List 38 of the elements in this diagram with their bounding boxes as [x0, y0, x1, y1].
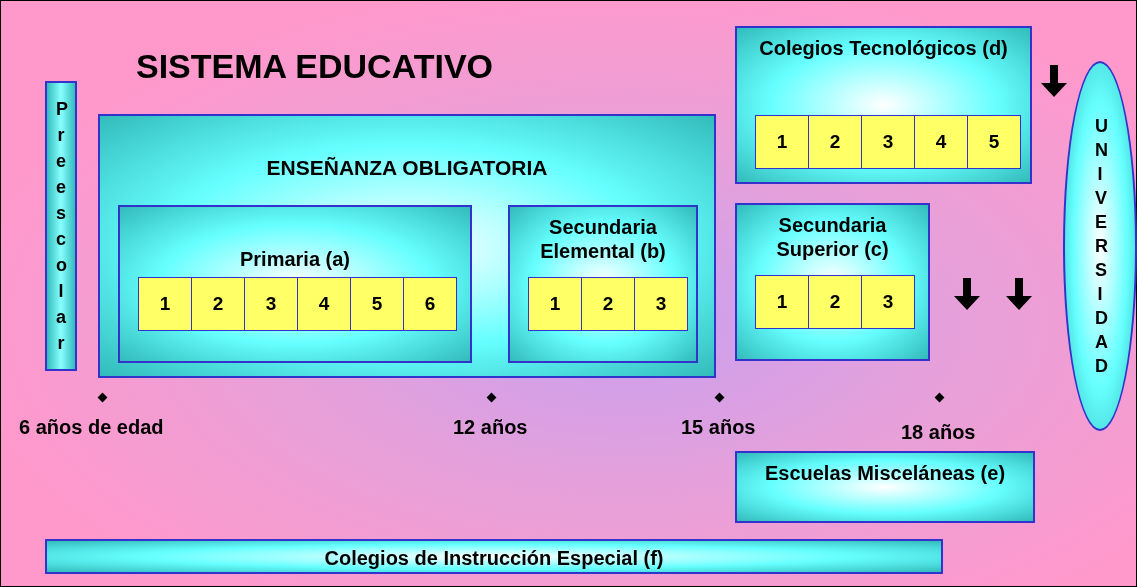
diagram-title: SISTEMA EDUCATIVO [136, 47, 494, 86]
level-box [45, 539, 943, 574]
age-label: 12 años [453, 416, 528, 439]
year-cell: 1 [528, 277, 582, 331]
age-label: 18 años [901, 421, 976, 444]
level-box [98, 114, 716, 378]
year-cell: 3 [244, 277, 298, 331]
year-cell: 5 [967, 115, 1021, 169]
age-label: 6 años de edad [19, 416, 164, 439]
level-title: Primaria (a) [238, 247, 352, 271]
level-title: Colegios Tecnológicos (d) [758, 36, 1009, 60]
year-cell: 1 [138, 277, 192, 331]
year-cell: 1 [755, 115, 809, 169]
level-box [118, 205, 472, 363]
level-title: ENSEÑANZA OBLIGATORIA [265, 156, 549, 180]
level-title: Secundaria Elemental (b) [539, 215, 667, 263]
level-box [735, 26, 1032, 184]
age-label: 15 años [681, 416, 756, 439]
year-cell: 3 [861, 275, 915, 329]
level-box [735, 203, 930, 361]
year-cell: 1 [755, 275, 809, 329]
year-cell: 4 [914, 115, 968, 169]
level-title: Escuelas Misceláneas (e) [763, 461, 1007, 485]
year-cell: 2 [808, 275, 862, 329]
year-cell: 3 [861, 115, 915, 169]
level-title: Preescolar [56, 98, 66, 355]
year-cell: 5 [350, 277, 404, 331]
year-cell: 2 [581, 277, 635, 331]
year-cell: 4 [297, 277, 351, 331]
level-bar [45, 81, 77, 371]
level-title: Secundaria Superior (c) [775, 213, 890, 261]
year-cell: 2 [808, 115, 862, 169]
year-cell: 2 [191, 277, 245, 331]
level-box [508, 205, 698, 363]
year-cell: 6 [403, 277, 457, 331]
year-cell: 3 [634, 277, 688, 331]
level-box [735, 451, 1035, 523]
level-title: Colegios de Instrucción Especial (f) [323, 546, 665, 570]
